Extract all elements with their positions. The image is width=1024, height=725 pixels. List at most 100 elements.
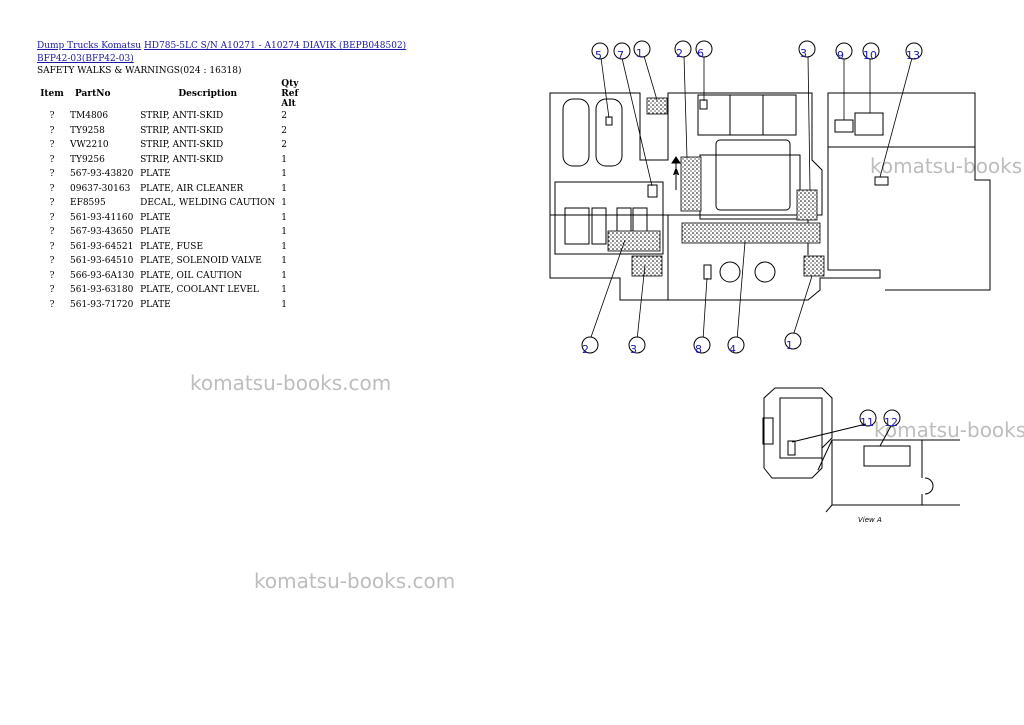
- callout-2-bottom: 2: [582, 343, 589, 356]
- table-row: ? 566-93-6A130 PLATE, OIL CAUTION 1: [37, 269, 302, 284]
- item-cell: ?: [49, 125, 55, 136]
- header-partno: PartNo: [75, 89, 111, 99]
- plate-item-5: [605, 116, 613, 126]
- description-cell: PLATE: [140, 299, 171, 310]
- breadcrumb-link-dump-trucks[interactable]: Dump Trucks Komatsu: [37, 41, 142, 51]
- callout-13: 13: [906, 49, 920, 62]
- plate-item-7: [647, 184, 658, 198]
- description-cell: STRIP, ANTI-SKID: [140, 125, 224, 136]
- partno-cell: 561-93-64521: [70, 241, 134, 252]
- item-cell: ?: [49, 183, 55, 194]
- description-cell: PLATE: [140, 212, 171, 223]
- qty-cell: 1: [281, 212, 288, 223]
- item-cell: ?: [49, 227, 55, 238]
- plate-item-8: [703, 264, 712, 280]
- console: [554, 181, 664, 255]
- engine-block: [715, 139, 791, 211]
- partno-cell: EF8595: [70, 198, 106, 209]
- item-cell: ?: [49, 169, 55, 180]
- qty-cell: 1: [281, 256, 288, 267]
- callout-3: 3: [800, 47, 807, 60]
- description-cell: STRIP, ANTI-SKID: [140, 111, 224, 122]
- partno-cell: 567-93-43820: [70, 169, 134, 180]
- table-row: ? 561-93-64521 PLATE, FUSE 1: [37, 240, 302, 255]
- callout-7: 7: [617, 49, 624, 62]
- description-cell: PLATE, AIR CLEANER: [140, 183, 244, 194]
- strip-item-1a: [646, 97, 668, 115]
- qty-cell: 1: [281, 154, 288, 165]
- qty-cell: 1: [281, 169, 288, 180]
- box-item-9: [834, 119, 854, 133]
- strip-item-2b: [607, 230, 661, 252]
- box-item-10: [854, 112, 884, 136]
- item-cell: ?: [49, 270, 55, 281]
- callout-8: 8: [695, 343, 702, 356]
- item-cell: ?: [49, 111, 55, 122]
- partno-cell: 566-93-6A130: [70, 270, 135, 281]
- view-a-label: View A: [858, 516, 882, 524]
- description-cell: PLATE, SOLENOID VALVE: [140, 256, 262, 267]
- partno-cell: 567-93-43650: [70, 227, 134, 238]
- breadcrumb: Dump Trucks Komatsu HD785-5LC S/N A10271…: [37, 40, 406, 66]
- qty-cell: 1: [281, 285, 288, 296]
- frame-outline: [549, 92, 823, 216]
- header-ref: Ref: [281, 89, 299, 99]
- partno-cell: 561-93-41160: [70, 212, 134, 223]
- callout-2: 2: [676, 47, 683, 60]
- qty-cell: 1: [281, 299, 288, 310]
- partno-cell: VW2210: [70, 140, 109, 151]
- strip-item-4: [681, 222, 821, 244]
- item-cell: ?: [49, 285, 55, 296]
- item-cell: ?: [49, 241, 55, 252]
- item-cell: ?: [49, 140, 55, 151]
- tank-right: [595, 98, 623, 167]
- strip-item-3b: [631, 255, 663, 277]
- qty-cell: 2: [281, 111, 288, 122]
- frame-outline-right: [549, 92, 991, 301]
- callout-9: 9: [837, 49, 844, 62]
- qty-cell: 1: [281, 270, 288, 281]
- description-cell: PLATE, COOLANT LEVEL: [140, 285, 259, 296]
- description-cell: PLATE, FUSE: [140, 241, 204, 252]
- description-cell: PLATE: [140, 227, 171, 238]
- callout-11: 11: [860, 416, 874, 429]
- header-qty: Qty: [281, 79, 299, 89]
- item-cell: ?: [49, 299, 55, 310]
- filter-1: [719, 261, 741, 283]
- engine-frame: [699, 154, 801, 220]
- core-1: [697, 94, 731, 136]
- description-cell: STRIP, ANTI-SKID: [140, 140, 224, 151]
- strip-item-2: [680, 156, 702, 212]
- fuse-box-2: [591, 207, 607, 245]
- partno-cell: TM4806: [70, 111, 109, 122]
- qty-cell: 1: [281, 241, 288, 252]
- callout-1-bottom: 1: [786, 339, 793, 352]
- description-cell: PLATE: [140, 169, 171, 180]
- parts-table: Item PartNo Description Qty Ref Alt ?TM4…: [37, 79, 302, 312]
- section-title: SAFETY WALKS & WARNINGS(024 : 16318): [37, 66, 242, 76]
- description-cell: PLATE, OIL CAUTION: [140, 270, 243, 281]
- header-qty-ref-alt: Qty Ref Alt: [278, 79, 301, 109]
- item-cell: ?: [49, 256, 55, 267]
- callout-5: 5: [595, 49, 602, 62]
- breadcrumb-link-model[interactable]: HD785-5LC S/N A10271 - A10274 DIAVIK (BE…: [143, 41, 407, 51]
- core-3: [762, 94, 797, 136]
- plate-item-13: [874, 176, 889, 186]
- header-item: Item: [40, 89, 64, 99]
- partno-cell: TY9256: [70, 154, 105, 165]
- breadcrumb-link-group[interactable]: BFP42-03(BFP42-03): [37, 54, 134, 64]
- partno-cell: TY9258: [70, 125, 105, 136]
- watermark: komatsu-books.com: [254, 569, 456, 593]
- tank-left: [562, 98, 590, 167]
- callout-4: 4: [729, 343, 736, 356]
- qty-cell: 1: [281, 198, 288, 209]
